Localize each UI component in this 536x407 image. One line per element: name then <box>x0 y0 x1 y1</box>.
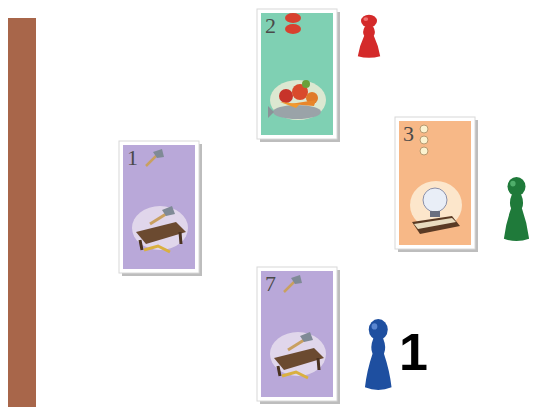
tool-card <box>257 267 340 404</box>
green-pawn <box>504 177 529 241</box>
tool-card: 7 <box>261 271 333 397</box>
callout-number: 1 <box>399 324 428 380</box>
knowledge-card: 3 <box>399 121 471 245</box>
food-card: 2 <box>261 13 333 135</box>
tool-card: 1 <box>123 145 195 269</box>
card-cost: 7 <box>265 272 276 296</box>
food-card <box>257 9 340 142</box>
tool-card <box>119 141 202 276</box>
board-edge <box>8 18 36 407</box>
knowledge-card <box>395 117 478 252</box>
blue-pawn <box>365 319 392 390</box>
red-pawn <box>358 15 380 58</box>
card-cost: 1 <box>127 146 138 170</box>
card-cost: 2 <box>265 14 276 38</box>
card-cost: 3 <box>403 122 414 146</box>
